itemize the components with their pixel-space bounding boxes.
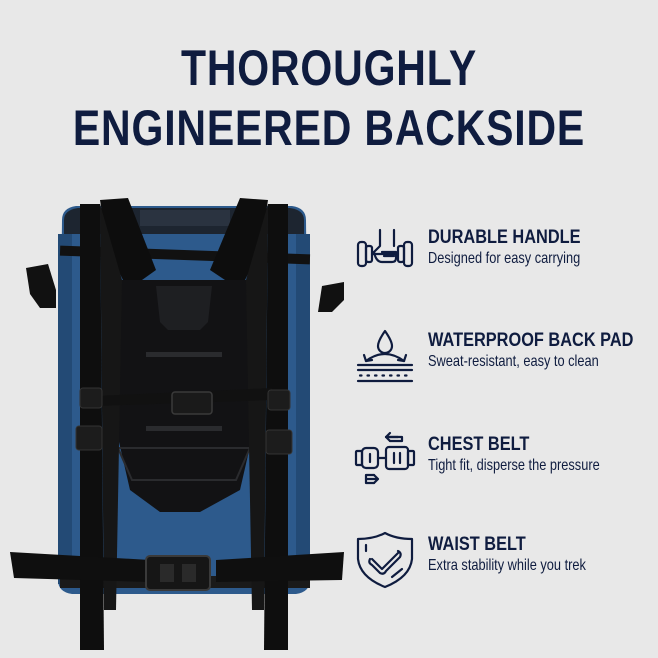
feature-title: WAIST BELT <box>428 534 526 555</box>
feature-description: Tight fit, disperse the pressure <box>428 457 600 474</box>
feature-title: DURABLE HANDLE <box>428 227 581 248</box>
headline-line-1: THOROUGHLY <box>181 40 477 96</box>
shield-check-icon <box>352 529 418 589</box>
headline: THOROUGHLY ENGINEERED BACKSIDE <box>59 38 599 158</box>
feature-title: CHEST BELT <box>428 434 530 455</box>
feature-waist-belt: WAIST BELT Extra stability while you tre… <box>352 529 652 589</box>
waterdrop-layers-icon <box>352 325 418 385</box>
buckle-arrows-icon <box>352 429 418 489</box>
feature-waterproof-back-pad: WATERPROOF BACK PAD Sweat-resistant, eas… <box>352 325 652 385</box>
feature-durable-handle: DURABLE HANDLE Designed for easy carryin… <box>352 222 652 282</box>
feature-title: WATERPROOF BACK PAD <box>428 330 634 351</box>
product-image <box>0 190 350 650</box>
feature-description: Sweat-resistant, easy to clean <box>428 353 599 370</box>
feature-description: Designed for easy carrying <box>428 250 581 267</box>
feature-description: Extra stability while you trek <box>428 557 586 574</box>
backpack-illustration <box>10 198 344 650</box>
hand-holding-handle-icon <box>352 222 418 282</box>
headline-line-2: ENGINEERED BACKSIDE <box>72 100 586 156</box>
feature-chest-belt: CHEST BELT Tight fit, disperse the press… <box>352 429 652 489</box>
